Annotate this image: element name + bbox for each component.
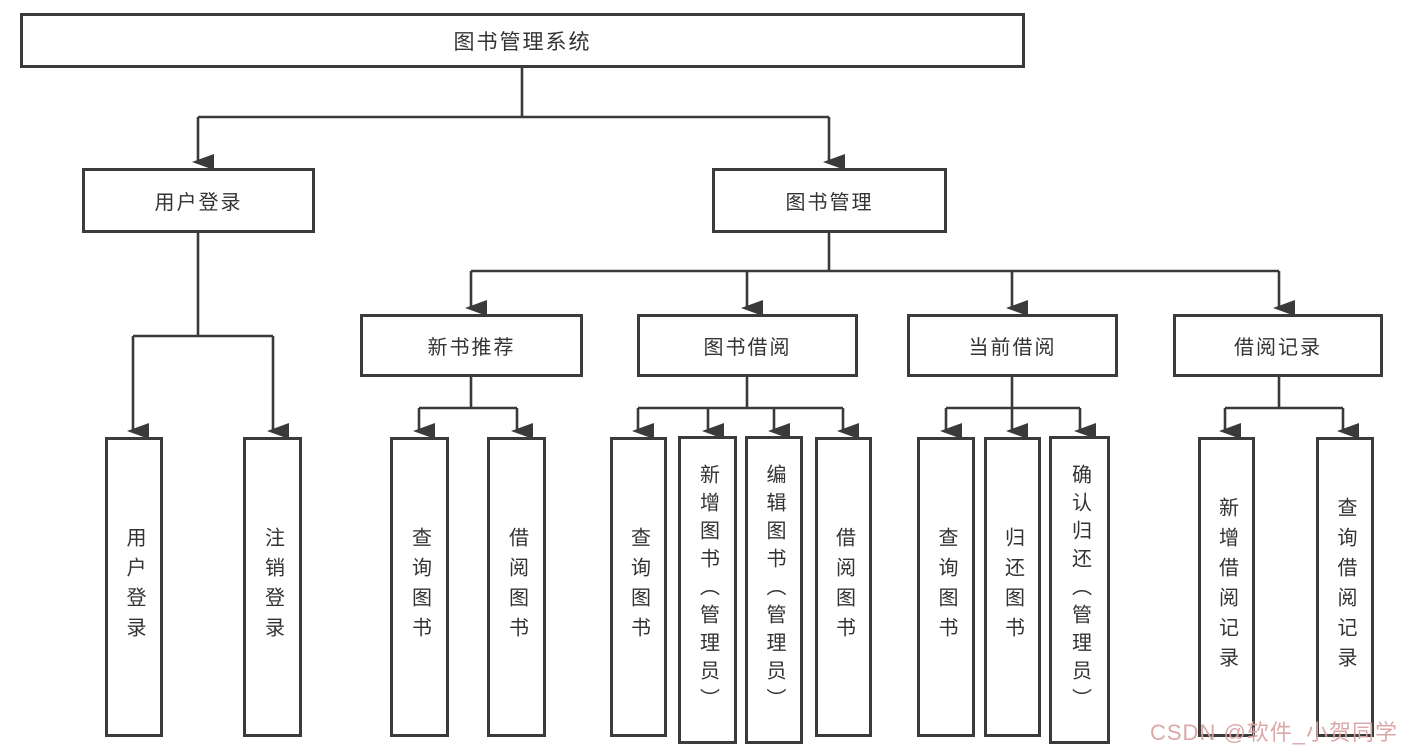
- node-current-borrow: 当前借阅: [907, 314, 1118, 377]
- node-book-borrow: 图书借阅: [637, 314, 858, 377]
- leaf-add-books-admin: 新增图书（管理员）: [678, 436, 737, 744]
- leaf-logout: 注销登录: [243, 437, 302, 737]
- leaf-return-books: 归还图书: [984, 437, 1041, 737]
- node-new-book-recommend: 新书推荐: [360, 314, 583, 377]
- csdn-watermark: CSDN @软件_小贺同学: [1150, 720, 1399, 745]
- leaf-query-books-recommend: 查询图书: [390, 437, 449, 737]
- leaf-borrow-books-recommend: 借阅图书: [487, 437, 546, 737]
- node-borrow-record: 借阅记录: [1173, 314, 1383, 377]
- node-root: 图书管理系统: [20, 13, 1025, 68]
- node-user-login: 用户登录: [82, 168, 315, 233]
- leaf-add-borrow-record: 新增借阅记录: [1198, 437, 1255, 737]
- node-book-management: 图书管理: [712, 168, 947, 233]
- leaf-user-login: 用户登录: [105, 437, 163, 737]
- leaf-query-books-borrow: 查询图书: [610, 437, 667, 737]
- leaf-query-borrow-record: 查询借阅记录: [1316, 437, 1374, 737]
- leaf-query-books-current: 查询图书: [917, 437, 975, 737]
- leaf-confirm-return-admin: 确认归还（管理员）: [1049, 436, 1110, 744]
- leaf-edit-books-admin: 编辑图书（管理员）: [745, 436, 803, 744]
- leaf-borrow-books: 借阅图书: [815, 437, 872, 737]
